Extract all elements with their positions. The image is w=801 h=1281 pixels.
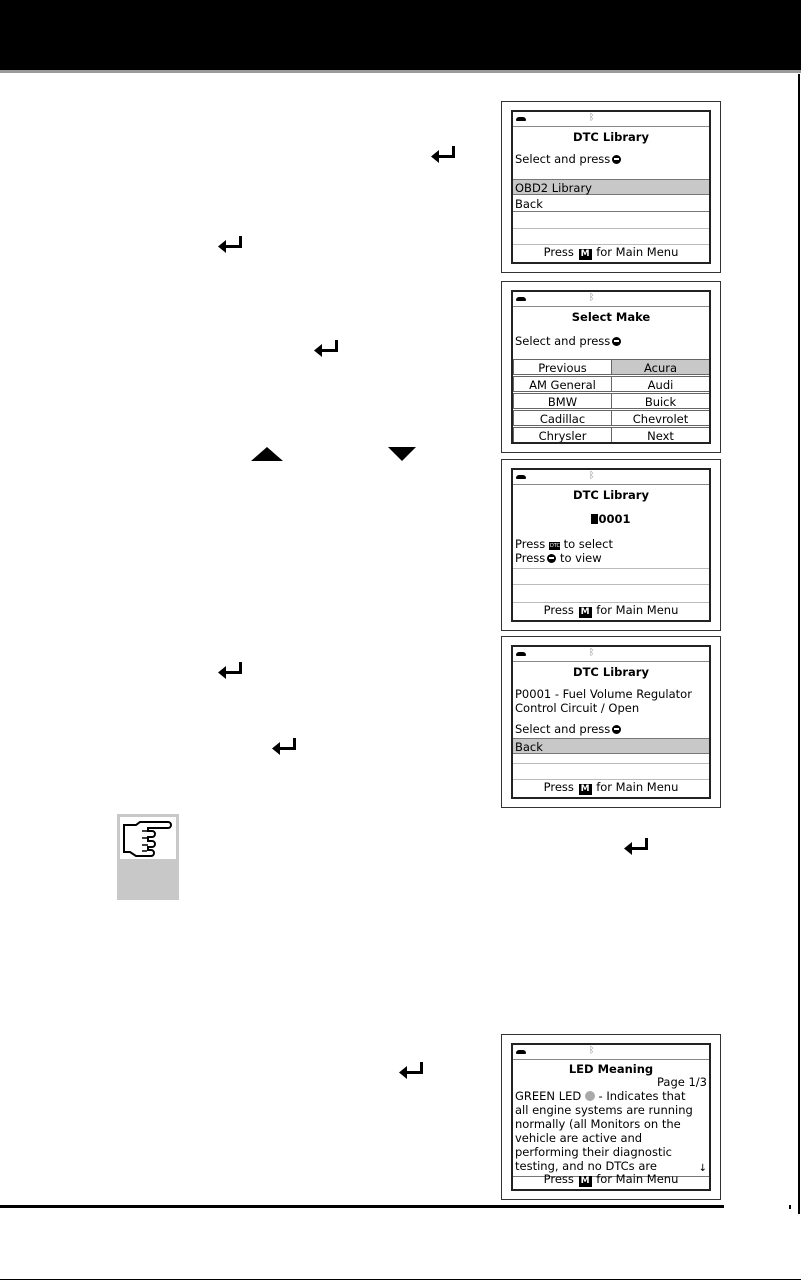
make-cell[interactable]: Chrysler: [513, 427, 612, 442]
bluetooth-icon: ᛒ: [589, 1046, 595, 1056]
page-indicator: Page 1/3: [656, 1075, 707, 1089]
status-bar: ᛒ: [513, 647, 709, 662]
bluetooth-icon: ᛒ: [589, 293, 595, 303]
enter-key-icon: [612, 155, 622, 164]
divider: [513, 779, 709, 780]
lcd-screen: ᛒ DTC Library P0001 - Fuel Volume Regula…: [511, 645, 711, 799]
menu-option[interactable]: OBD2 Library: [513, 179, 709, 195]
led-text: vehicle are active and: [515, 1131, 643, 1145]
led-text: GREEN LED - Indicates that: [515, 1089, 686, 1103]
lcd-screen: ᛒ Select Make Select and press Previous …: [511, 290, 711, 444]
make-cell[interactable]: AM General: [513, 376, 612, 392]
make-cell[interactable]: Buick: [611, 393, 709, 409]
menu-key-icon: M: [578, 607, 592, 618]
dtc-description: Control Circuit / Open: [515, 701, 640, 715]
divider: [513, 244, 709, 245]
make-cell[interactable]: Chevrolet: [611, 410, 709, 426]
page-right-edge: [798, 74, 800, 1214]
led-text: all engine systems are running: [515, 1103, 693, 1117]
enter-key-icon: [624, 838, 648, 855]
led-text: testing, and no DTCs are: [515, 1159, 657, 1173]
dtc-key-icon: DTC: [548, 542, 561, 550]
prompt-line: Select and press: [515, 334, 622, 348]
menu-option[interactable]: Back: [513, 738, 709, 754]
header-band-edge: [0, 70, 801, 73]
screen-title: DTC Library: [573, 488, 649, 502]
divider: [513, 1176, 709, 1177]
status-bar: ᛒ: [513, 292, 709, 307]
menu-option[interactable]: Back: [513, 196, 709, 212]
menu-key-icon: M: [578, 249, 592, 260]
screen-title: LED Meaning: [568, 1062, 654, 1076]
screen-title: DTC Library: [573, 130, 649, 144]
enter-key-icon: [612, 725, 622, 734]
instruction-line: Press DTC to select: [515, 537, 613, 551]
screen-footer: Press M for Main Menu: [543, 1172, 679, 1187]
screen-footer: Press M for Main Menu: [543, 780, 679, 795]
footer-tick: [789, 1205, 791, 1209]
prompt-line: Select and press: [515, 152, 622, 166]
footer-rule: [0, 1205, 724, 1208]
enter-key-icon: [612, 337, 622, 346]
led-text: normally (all Monitors on the: [515, 1117, 681, 1131]
vehicle-icon: [516, 1050, 526, 1054]
enter-key-icon: [218, 662, 242, 679]
enter-key-icon: [314, 340, 338, 357]
header-band: [0, 0, 801, 70]
green-led-icon: [584, 1091, 595, 1101]
divider: [513, 568, 709, 569]
enter-key-icon: [399, 1062, 423, 1079]
note-box: [117, 814, 179, 900]
bluetooth-icon: ᛒ: [589, 471, 595, 481]
enter-key-icon: [547, 554, 557, 563]
divider: [513, 584, 709, 585]
led-text: performing their diagnostic: [515, 1145, 672, 1159]
down-arrow-icon: [388, 447, 416, 461]
lcd-screen: ᛒ LED Meaning Page 1/3 GREEN LED - Indic…: [511, 1043, 711, 1191]
bluetooth-icon: ᛒ: [589, 113, 595, 123]
enter-key-icon: [218, 236, 242, 253]
enter-key-icon: [272, 738, 296, 755]
divider: [513, 228, 709, 229]
screen-footer: Press M for Main Menu: [543, 245, 679, 260]
device-screenshot-dtc-code: ᛒ DTC Library 0001 Press DTC to select P…: [501, 459, 721, 631]
screen-title: DTC Library: [573, 665, 649, 679]
vehicle-icon: [516, 297, 526, 301]
menu-key-icon: M: [578, 784, 592, 795]
bluetooth-icon: ᛒ: [589, 648, 595, 658]
make-cell[interactable]: Previous: [513, 359, 612, 375]
status-bar: ᛒ: [513, 112, 709, 127]
up-arrow-icon: [251, 447, 283, 461]
make-cell[interactable]: Audi: [611, 376, 709, 392]
dtc-description: P0001 - Fuel Volume Regulator: [515, 687, 692, 701]
screen-title: Select Make: [571, 310, 651, 324]
status-bar: ᛒ: [513, 1045, 709, 1060]
menu-key-icon: M: [578, 1176, 592, 1187]
device-screenshot-led-meaning: ᛒ LED Meaning Page 1/3 GREEN LED - Indic…: [501, 1034, 721, 1200]
screen-footer: Press M for Main Menu: [543, 603, 679, 618]
divider: [513, 763, 709, 764]
make-cell[interactable]: BMW: [513, 393, 612, 409]
prompt-line: Select and press: [515, 722, 622, 736]
cursor-icon: [591, 514, 599, 524]
make-cell[interactable]: Next: [611, 427, 709, 442]
device-screenshot-dtc-definition: ᛒ DTC Library P0001 - Fuel Volume Regula…: [501, 636, 721, 808]
device-screenshot-select-make: ᛒ Select Make Select and press Previous …: [501, 281, 721, 453]
device-screenshot-dtc-library: ᛒ DTC Library Select and press OBD2 Libr…: [501, 101, 721, 273]
page-bottom-line: [0, 1279, 801, 1280]
make-cell[interactable]: Acura: [611, 359, 709, 375]
make-cell[interactable]: Cadillac: [513, 410, 612, 426]
vehicle-icon: [516, 652, 526, 656]
scroll-down-icon[interactable]: ↓: [698, 1163, 707, 1174]
divider: [513, 602, 709, 603]
lcd-screen: ᛒ DTC Library 0001 Press DTC to select P…: [511, 468, 711, 622]
vehicle-icon: [516, 475, 526, 479]
lcd-screen: ᛒ DTC Library Select and press OBD2 Libr…: [511, 110, 711, 264]
vehicle-icon: [516, 117, 526, 121]
enter-key-icon: [431, 146, 455, 163]
instruction-line: Press to view: [515, 551, 602, 565]
dtc-code: 0001: [513, 512, 709, 526]
status-bar: ᛒ: [513, 470, 709, 485]
pointing-hand-icon: [120, 817, 176, 859]
